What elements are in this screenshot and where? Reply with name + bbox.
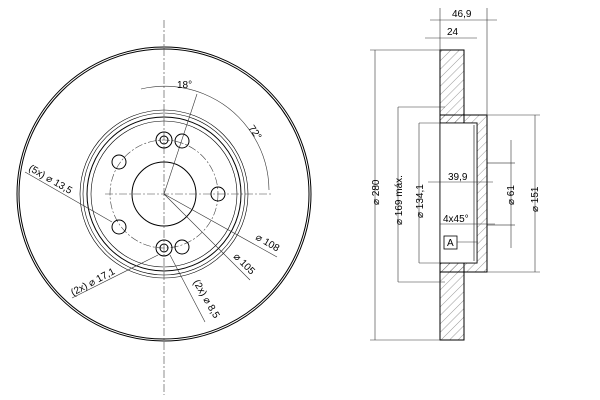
angle-72-label: 72° [246, 123, 264, 142]
bolt-holes [111, 131, 226, 257]
front-view: 18° 72° (5x) ⌀ 13,5 (2x) ⌀ 17,1 (2x) ⌀ 8… [16, 20, 312, 395]
side-view: 46,9 24 ⌀ 280 ⌀ 169 máx. ⌀ 134,1 39,9 ⌀ … [370, 8, 541, 341]
detail-a-label: A [447, 238, 454, 249]
leader-105 [163, 193, 251, 281]
leader-108 [163, 193, 278, 258]
dia-169-label: ⌀ 169 máx. [394, 175, 405, 225]
leader-5x [24, 171, 113, 223]
detail-box [443, 235, 458, 250]
dia-280-label: ⌀ 280 [371, 179, 382, 205]
dia-151-label: ⌀ 151 [530, 186, 541, 212]
leader-2x-8 [169, 254, 206, 323]
chamfer-label: 4x45° [443, 214, 469, 225]
depth-39-label: 39,9 [448, 172, 468, 183]
dia-61-label: ⌀ 61 [506, 185, 517, 205]
width-disc-label: 24 [447, 27, 459, 38]
holes-5x-label: (5x) ⌀ 13,5 [27, 163, 75, 197]
angle-72-arc [203, 93, 270, 191]
angle-18-arc [140, 86, 205, 95]
angle-18-label: 18° [177, 80, 192, 91]
leader-2x-17 [71, 254, 159, 299]
outer-disc-edge [16, 46, 312, 342]
dia-134-label: ⌀ 134,1 [415, 184, 426, 218]
width-total-label: 46,9 [452, 9, 472, 20]
angle-leader [163, 93, 198, 195]
holes-2x-8-label: (2x) ⌀ 8,5 [190, 278, 221, 321]
dia-108-label: ⌀ 108 [254, 232, 282, 254]
holes-2x-17-label: (2x) ⌀ 17,1 [69, 266, 117, 299]
